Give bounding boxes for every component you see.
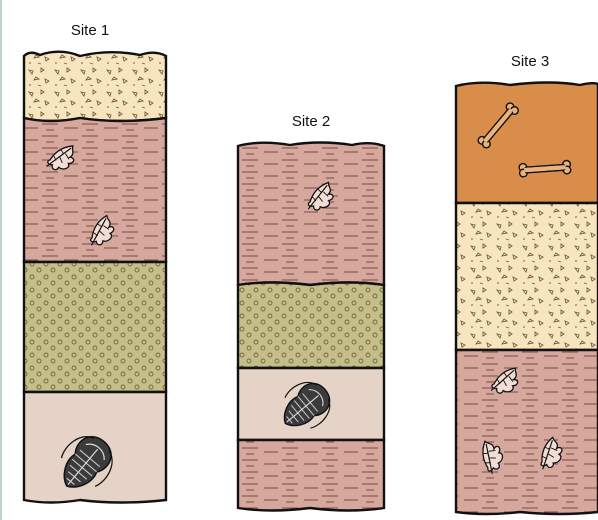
site-2-trilobite-layer — [238, 368, 384, 440]
site-1-sand-layer — [24, 52, 166, 121]
site-1-pebble-layer — [24, 262, 166, 392]
site-3-column — [456, 83, 598, 515]
site-2-pebble-layer — [238, 283, 384, 369]
site-2-shale-bottom-layer — [238, 440, 384, 511]
site-1-column — [24, 52, 166, 503]
site-1-shale-layer — [24, 118, 166, 262]
site-2-column — [238, 143, 384, 511]
site-3-bone-layer — [456, 83, 598, 204]
site-2-shale-layer — [238, 143, 384, 286]
site-3-sand-layer — [456, 203, 598, 350]
site-1-trilobite-layer — [24, 392, 166, 503]
site-3-shale-layer — [456, 350, 598, 514]
